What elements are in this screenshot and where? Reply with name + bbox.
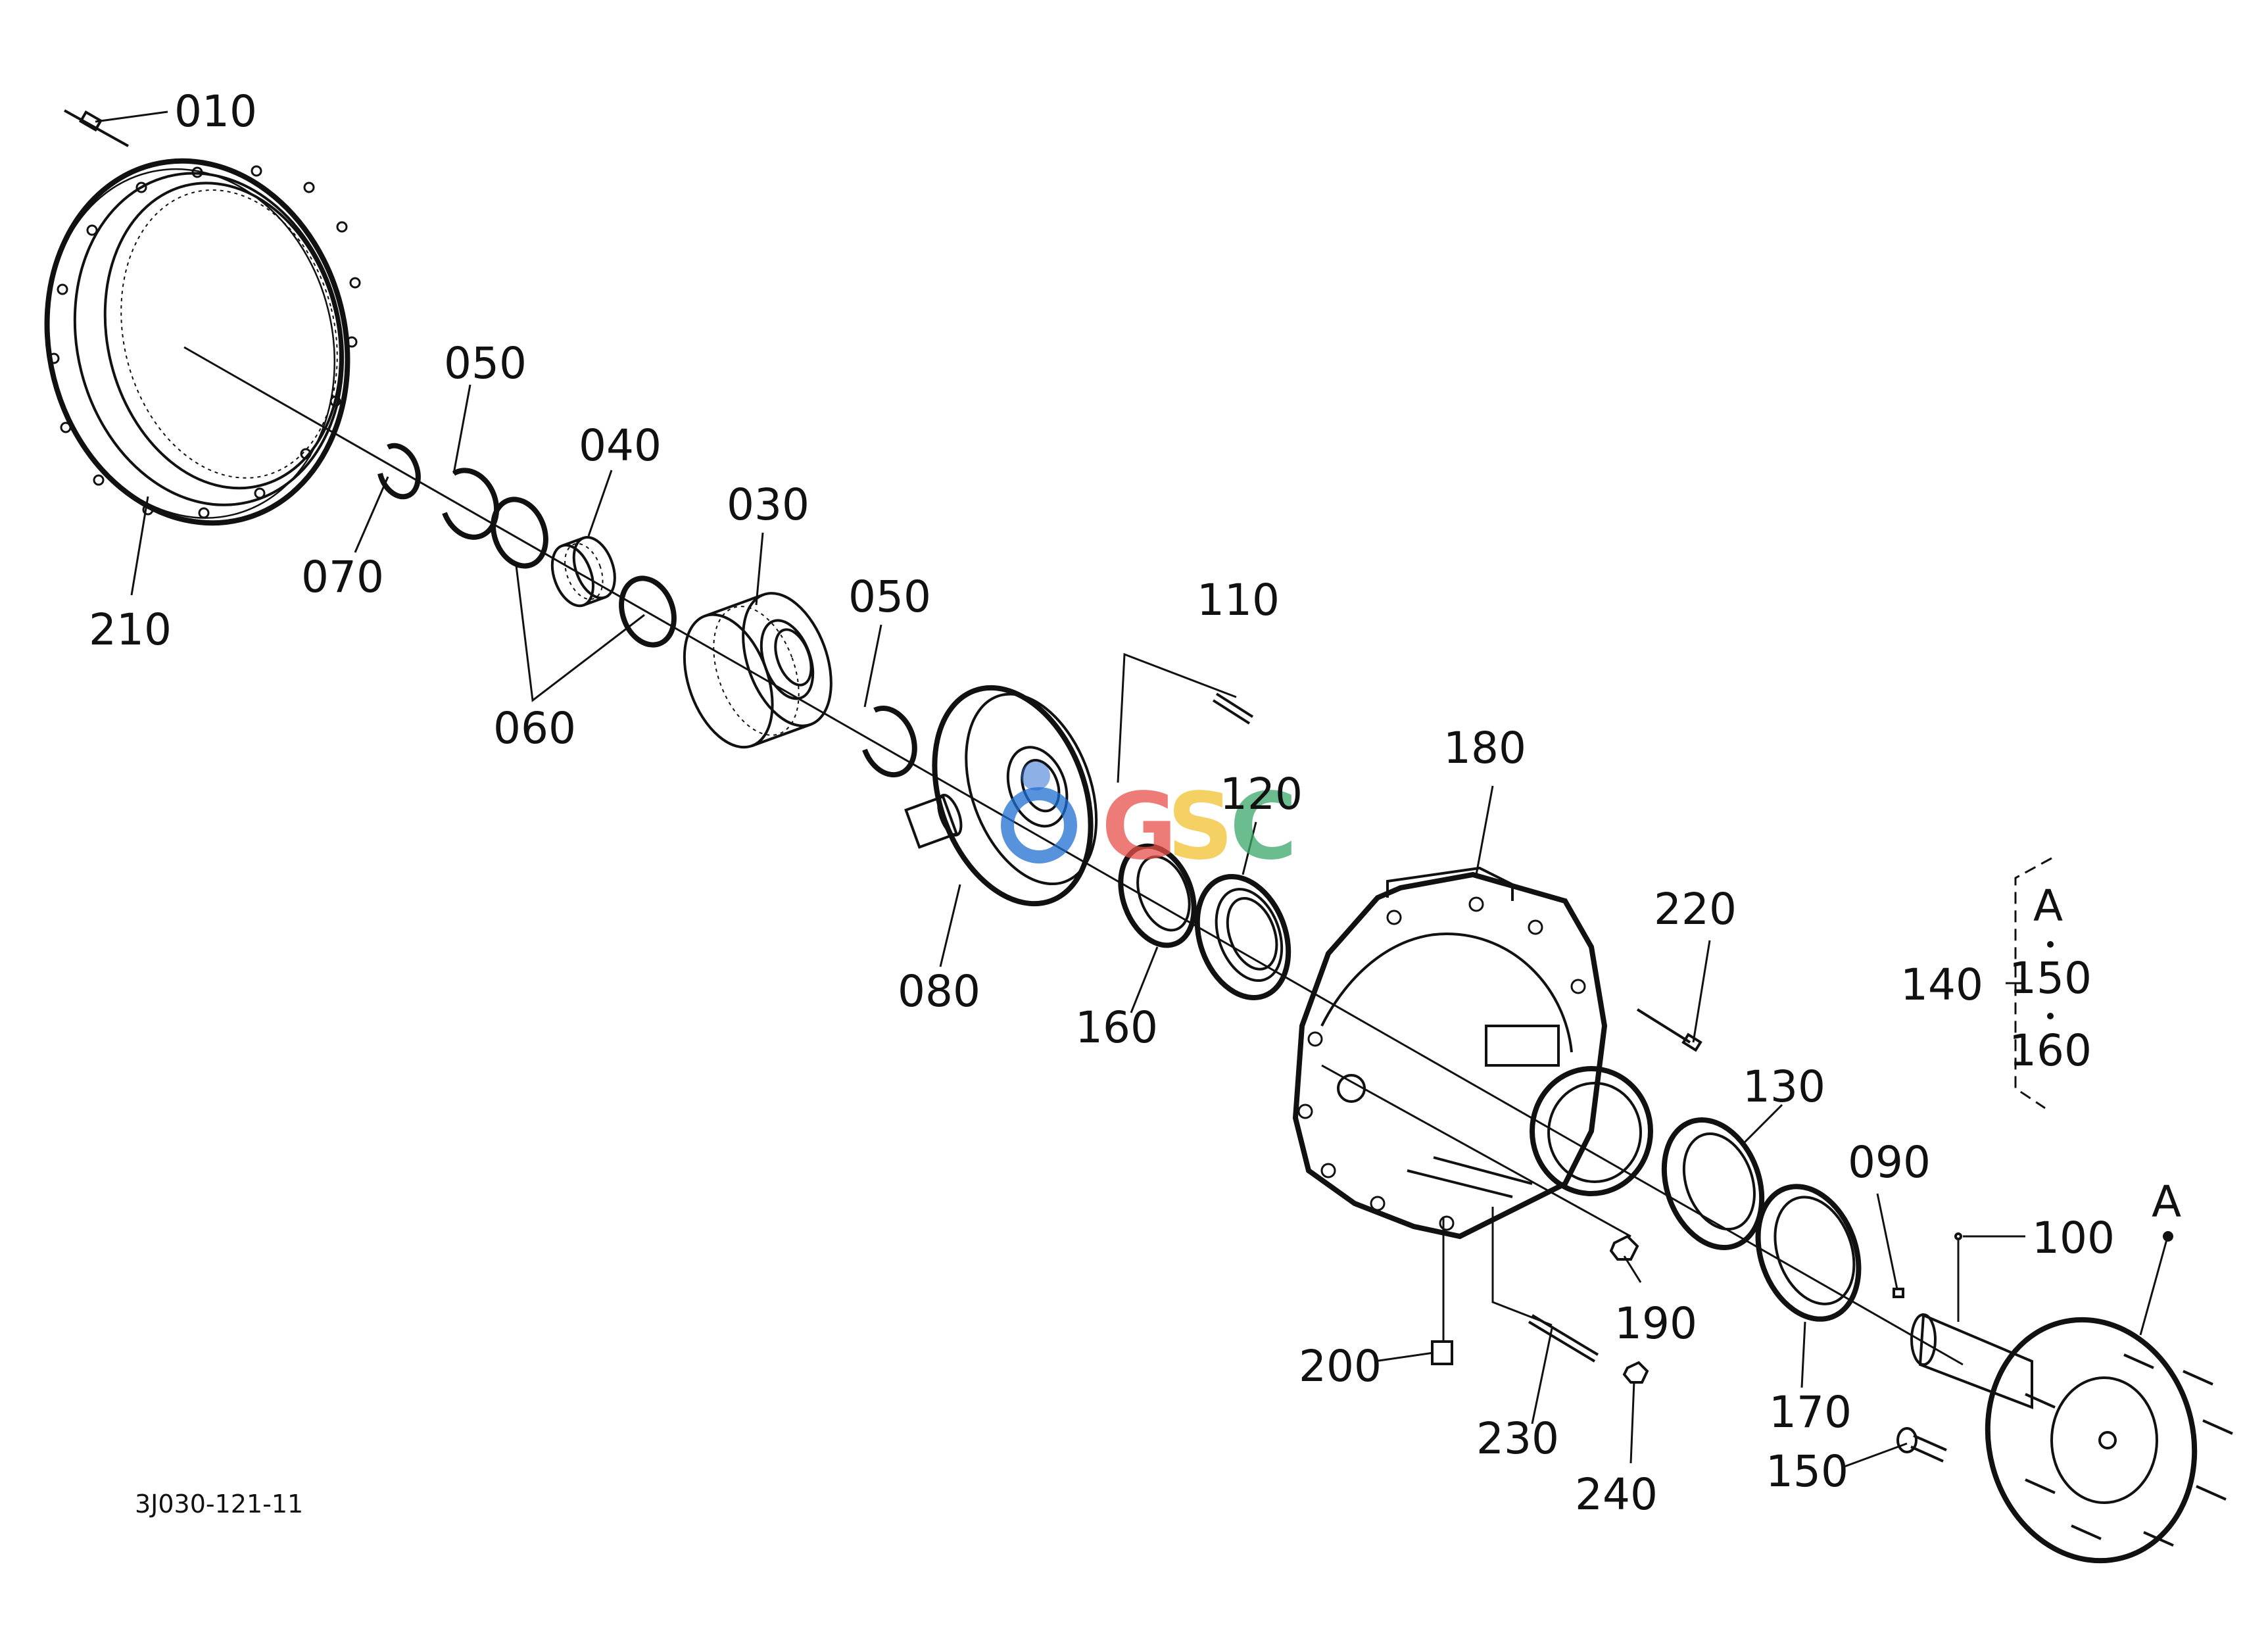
housing-bolt-holes [1297, 896, 1586, 1231]
watermark-letter-c: C [1230, 773, 1297, 881]
part-210-ring-gear [44, 158, 350, 526]
part-axle-shaft-flange [1910, 1313, 2233, 1564]
part-130-oil-seal [1661, 1117, 1765, 1250]
part-240-nut [1622, 1361, 1649, 1384]
part-230-stud [1528, 1314, 1599, 1363]
part-050-snap-ring-mid [862, 705, 917, 778]
part-170-dust-seal [1755, 1184, 1862, 1322]
label-120: 120 [1220, 769, 1303, 819]
part-120-seal [1194, 874, 1291, 1000]
label-090: 090 [1848, 1137, 1931, 1188]
part-050-snap-ring-top [442, 468, 500, 540]
drain-axis [1321, 1064, 1631, 1238]
watermark-logo: G S C [1001, 773, 1297, 881]
part-160-bearing [1118, 843, 1197, 948]
watermark-letter-g: G [1101, 773, 1177, 881]
kit-bullet-a [2047, 941, 2054, 948]
label-050-top: 050 [444, 338, 527, 389]
kit-item-150: 150 [2009, 953, 2092, 1004]
watermark-letter-s: S [1167, 773, 1234, 881]
part-030-planet-gear [683, 592, 832, 749]
label-130: 130 [1743, 1061, 1825, 1112]
label-200: 200 [1299, 1341, 1382, 1392]
label-180: 180 [1443, 723, 1526, 773]
kit-item-160: 160 [2009, 1025, 2092, 1076]
ref-bullet-a [2163, 1231, 2173, 1242]
label-110: 110 [1197, 575, 1280, 625]
label-030: 030 [727, 479, 809, 530]
diagram-code: 3J030-121-11 [135, 1490, 303, 1518]
label-150-bottom: 150 [1766, 1446, 1848, 1497]
label-050-mid: 050 [848, 571, 931, 622]
label-140: 140 [1900, 959, 1983, 1010]
label-230: 230 [1476, 1413, 1559, 1464]
ring-bolt-holes [48, 165, 361, 519]
label-220: 220 [1654, 884, 1737, 934]
part-080-planet-carrier [904, 685, 1098, 907]
label-080: 080 [898, 966, 980, 1017]
label-170: 170 [1769, 1387, 1852, 1438]
leader-lines [95, 110, 2168, 1468]
part-220-bolt [1636, 1008, 1702, 1052]
part-070-snap-ring [377, 443, 421, 500]
carrier-bore-highlight [1021, 762, 1050, 790]
part-060-washer-a [491, 497, 548, 569]
part-190-nut [1609, 1234, 1639, 1261]
label-060: 060 [493, 703, 576, 754]
part-150-hub-bolt [1896, 1427, 1947, 1463]
label-160: 160 [1075, 1002, 1158, 1053]
part-100-key [1954, 1232, 1962, 1240]
label-070: 070 [301, 552, 384, 602]
kit-item-a: A [2033, 881, 2063, 931]
main-axis [183, 346, 1964, 1366]
label-100: 100 [2032, 1213, 2115, 1263]
part-060-washer-b [619, 575, 677, 648]
label-240: 240 [1575, 1469, 1658, 1520]
part-090-pin [1893, 1288, 1904, 1298]
part-180-axle-housing [1292, 866, 1653, 1240]
part-110-shaft-pin [1212, 692, 1254, 725]
label-190: 190 [1614, 1298, 1697, 1349]
label-040: 040 [579, 420, 662, 471]
part-040-needle-bearing [550, 536, 616, 608]
part-010-pin [64, 109, 129, 147]
watermark-letter-o [1001, 787, 1077, 863]
part-200-plug [1431, 1340, 1453, 1365]
ref-marker-a: A [2152, 1177, 2181, 1227]
label-010: 010 [174, 86, 257, 137]
kit-bullet-b [2047, 1013, 2054, 1019]
label-210: 210 [89, 604, 172, 655]
